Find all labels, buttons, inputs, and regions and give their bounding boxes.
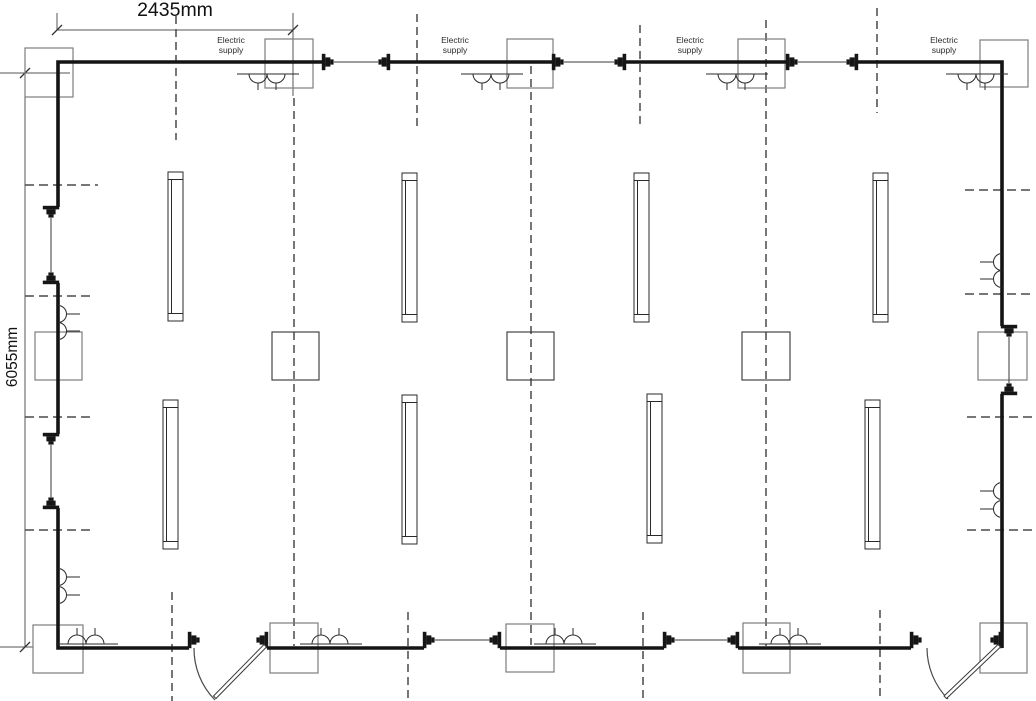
ceiling-light-pair-icon bbox=[299, 627, 363, 645]
cable-connector-icon bbox=[187, 631, 200, 649]
cable-connector-icon bbox=[321, 53, 334, 71]
wall-light-icon bbox=[57, 586, 81, 604]
cable-connector-icon bbox=[662, 631, 675, 649]
wall-light-icon bbox=[57, 322, 81, 340]
power-cable-runs bbox=[56, 60, 1004, 650]
electric-supply-label: Electric supply bbox=[441, 35, 469, 55]
junction-box bbox=[271, 331, 320, 381]
fluorescent-light-fixture bbox=[167, 171, 184, 322]
fluorescent-light-fixture bbox=[872, 172, 889, 323]
door-swing bbox=[193, 647, 216, 701]
wall-light-icon bbox=[979, 482, 1003, 500]
cable-connector-icon bbox=[42, 432, 60, 445]
cable-connectors bbox=[42, 53, 1018, 649]
wall-lights bbox=[57, 253, 1003, 604]
cable-links bbox=[50, 61, 1010, 641]
interior-junction-squares bbox=[271, 331, 791, 381]
junction-box bbox=[741, 331, 791, 381]
cable-connector-icon bbox=[378, 53, 391, 71]
cable-connector-icon bbox=[42, 205, 60, 218]
electric-supply-label: Electric supply bbox=[217, 35, 245, 55]
cable-connector-icon bbox=[614, 53, 627, 71]
electric-supply-label: Electric supply bbox=[676, 35, 704, 55]
cable-connector-icon bbox=[785, 53, 798, 71]
wall-light-icon bbox=[57, 568, 81, 586]
power-cable-run bbox=[857, 60, 1004, 326]
fluorescent-light-fixture bbox=[401, 172, 418, 323]
doors bbox=[193, 643, 1002, 701]
fluorescent-light-fixture bbox=[864, 399, 881, 550]
cable-connector-icon bbox=[909, 631, 922, 649]
wall-light-icon bbox=[979, 253, 1003, 271]
cable-connector-icon bbox=[846, 53, 859, 71]
door-swing bbox=[926, 647, 949, 700]
ceiling-lights bbox=[55, 73, 1009, 645]
cable-connector-icon bbox=[551, 53, 564, 71]
cable-connector-icon bbox=[1000, 383, 1018, 396]
junction-box bbox=[506, 331, 555, 381]
junction-box bbox=[977, 331, 1028, 381]
grid-reference-lines bbox=[25, 8, 1035, 701]
power-cable-run bbox=[56, 60, 323, 207]
door-leaf bbox=[943, 643, 1002, 700]
cable-connector-icon bbox=[422, 631, 435, 649]
power-cable-run bbox=[56, 508, 189, 650]
fluorescent-light-fixture bbox=[646, 393, 663, 544]
cable-connector-icon bbox=[489, 631, 502, 649]
width-dimension-label: 2435mm bbox=[137, 0, 213, 21]
wall-light-icon bbox=[57, 305, 81, 323]
fluorescent-light-fixture bbox=[633, 172, 650, 323]
cable-connector-icon bbox=[42, 497, 60, 510]
cable-connector-icon bbox=[727, 631, 740, 649]
fluorescent-light-fixture bbox=[162, 399, 179, 550]
junction-box bbox=[24, 47, 74, 98]
cable-connector-icon bbox=[1000, 324, 1018, 337]
wall-light-icon bbox=[979, 500, 1003, 518]
door-leaf bbox=[212, 643, 268, 700]
fluorescent-light-fixture bbox=[401, 394, 418, 545]
cable-connector-icon bbox=[42, 272, 60, 285]
ceiling-light-pair-icon bbox=[533, 627, 597, 645]
ceiling-light-pair-icon bbox=[55, 627, 119, 645]
wall-light-icon bbox=[979, 270, 1003, 288]
height-dimension-label: 6055mm bbox=[4, 326, 21, 388]
electric-supply-label: Electric supply bbox=[930, 35, 958, 55]
